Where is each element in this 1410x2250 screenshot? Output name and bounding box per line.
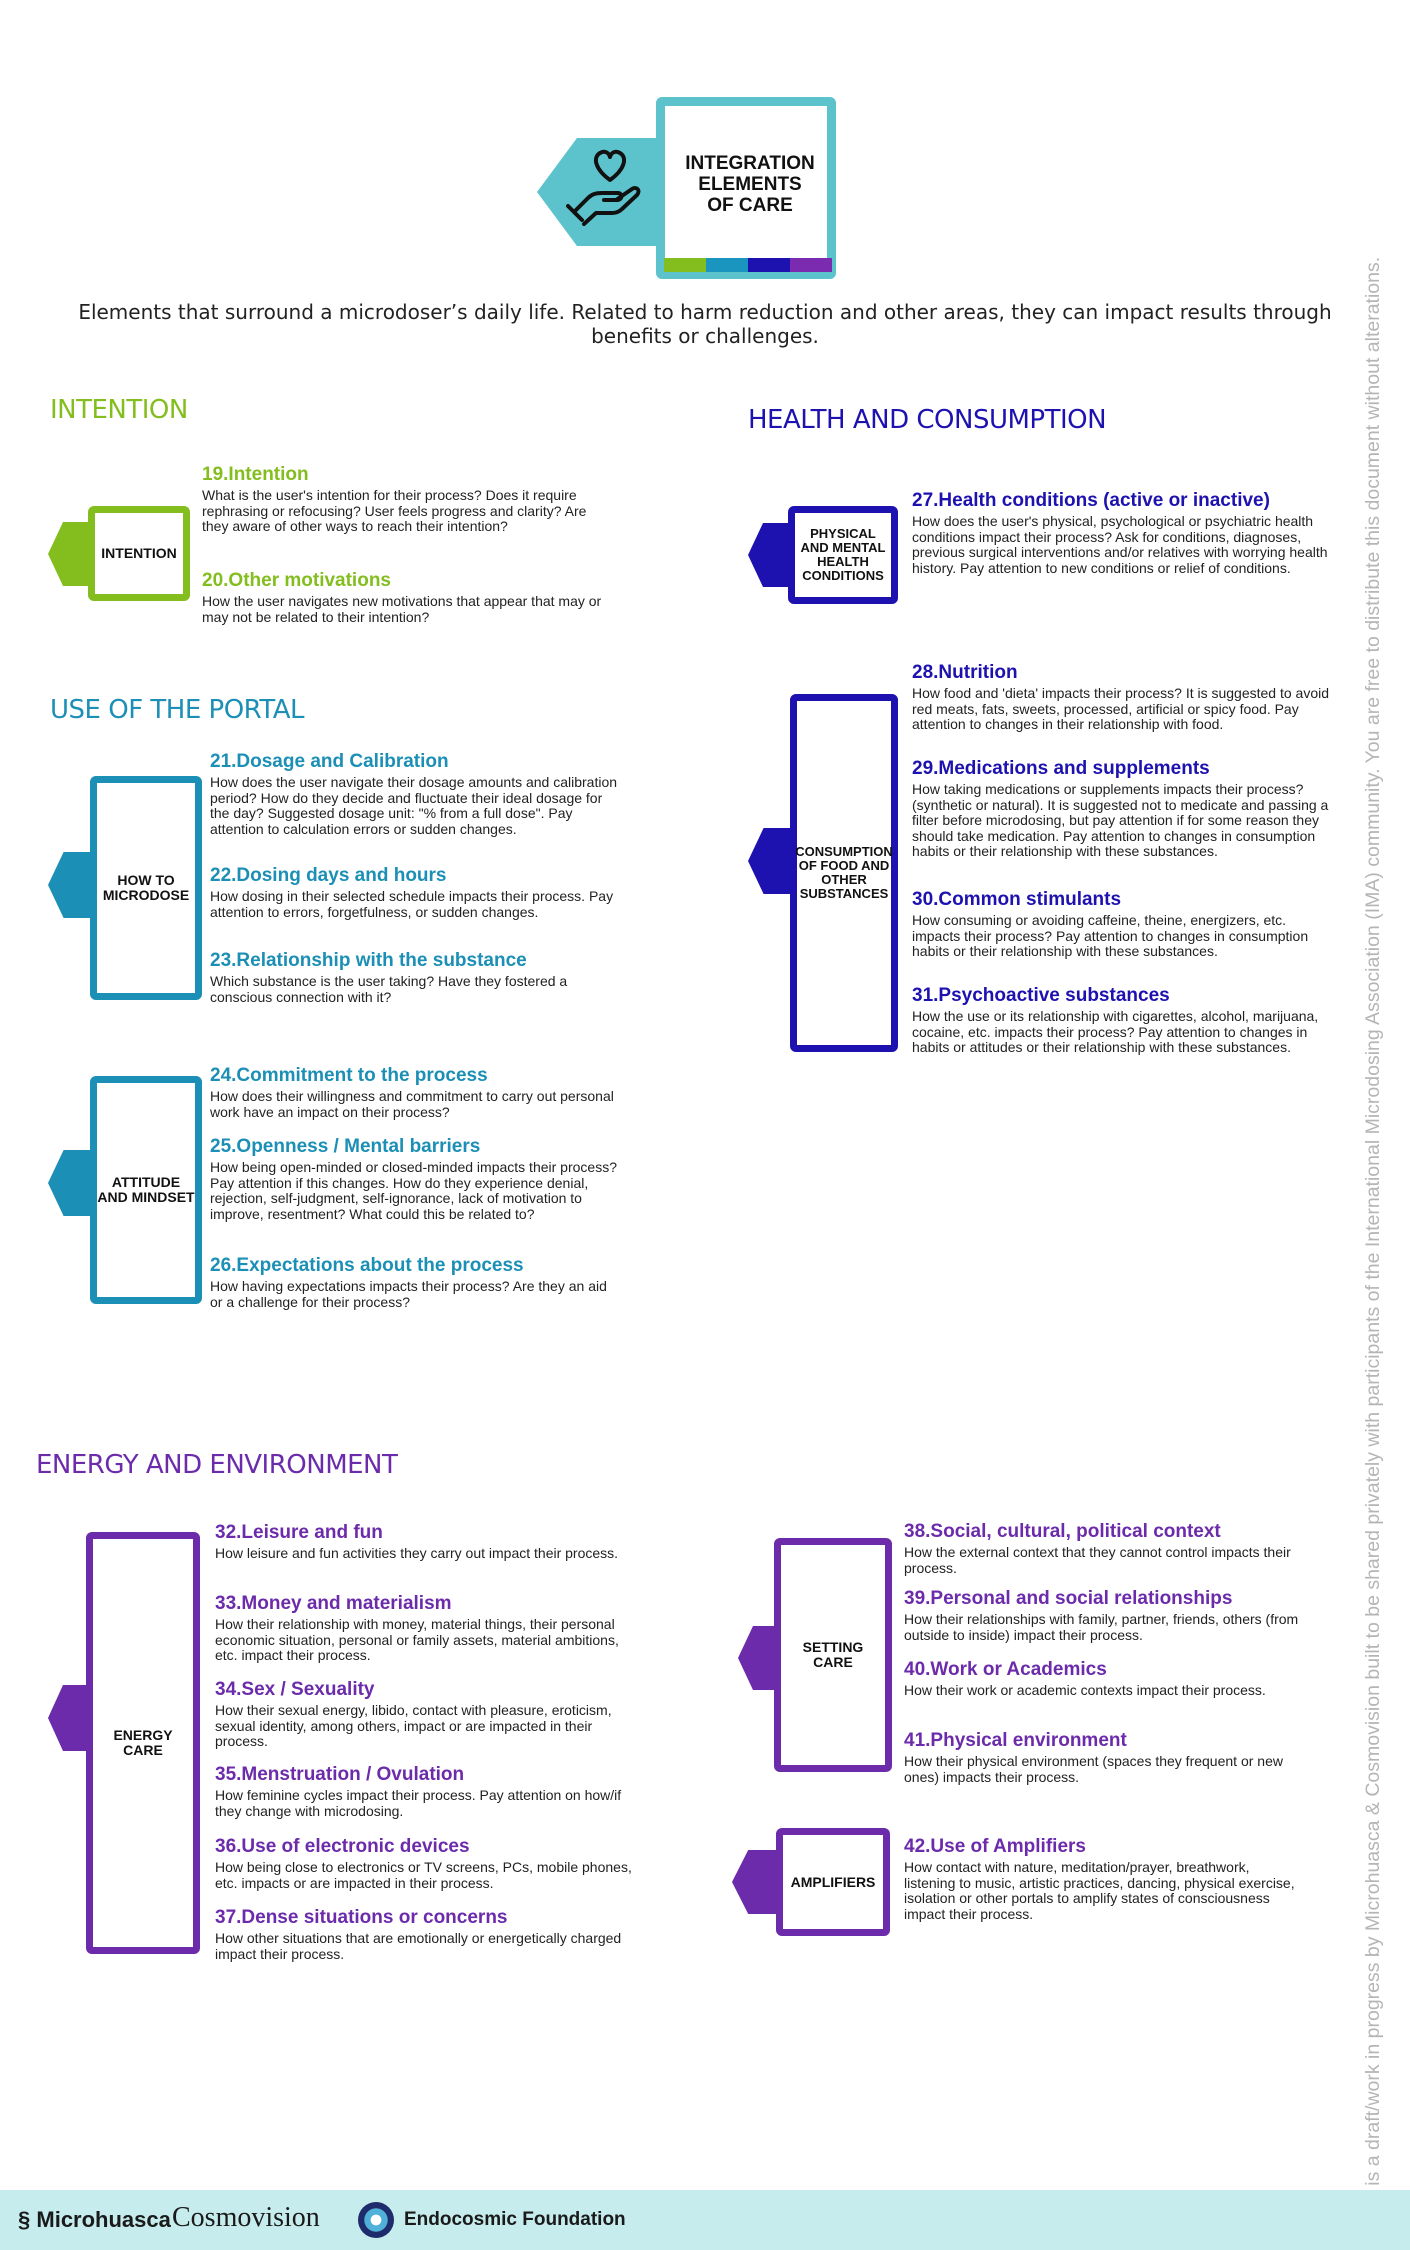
attitude-mindset-card: ATTITUDE AND MINDSET xyxy=(90,1076,202,1304)
section-title-health: HEALTH AND CONSUMPTION xyxy=(748,405,1107,435)
energy-care-card: ENERGY CARE xyxy=(86,1532,200,1954)
intention-card: INTENTION xyxy=(88,506,190,601)
cosmovision-logo: Cosmovision xyxy=(172,2202,320,2233)
endocosmic-logo-text: Endocosmic Foundation xyxy=(404,2209,626,2230)
intro-text: Elements that surround a microdoser’s da… xyxy=(78,300,1332,348)
header-box xyxy=(656,97,836,279)
microhuasca-logo: § Microhuasca xyxy=(18,2207,171,2232)
setting-care-card: SETTING CARE xyxy=(774,1538,892,1772)
footer: § Microhuasca Cosmovision Endocosmic Fou… xyxy=(0,2190,1410,2250)
health-conditions-card: PHYSICAL AND MENTAL HEALTH CONDITIONS xyxy=(788,506,898,604)
how-to-microdose-card: HOW TO MICRODOSE xyxy=(90,776,202,1000)
section-title-energy: ENERGY AND ENVIRONMENT xyxy=(36,1450,398,1480)
section-title-intention: INTENTION xyxy=(50,395,188,425)
color-stripes xyxy=(664,258,832,272)
endocosmic-logo-icon xyxy=(358,2202,394,2238)
vertical-disclaimer: This is a draft/work in progress by Micr… xyxy=(1362,256,1384,2228)
consumption-card: CONSUMPTION OF FOOD AND OTHER SUBSTANCES xyxy=(790,694,898,1052)
hand-heart-icon xyxy=(566,149,641,226)
item-27: 27.Health conditions (active or inactive… xyxy=(912,490,1328,576)
page-title: INTEGRATION ELEMENTS OF CARE xyxy=(685,153,815,216)
amplifiers-card: AMPLIFIERS xyxy=(776,1828,890,1936)
section-title-portal: USE OF THE PORTAL xyxy=(50,695,305,725)
microhuasca-icon: § xyxy=(18,2207,31,2232)
